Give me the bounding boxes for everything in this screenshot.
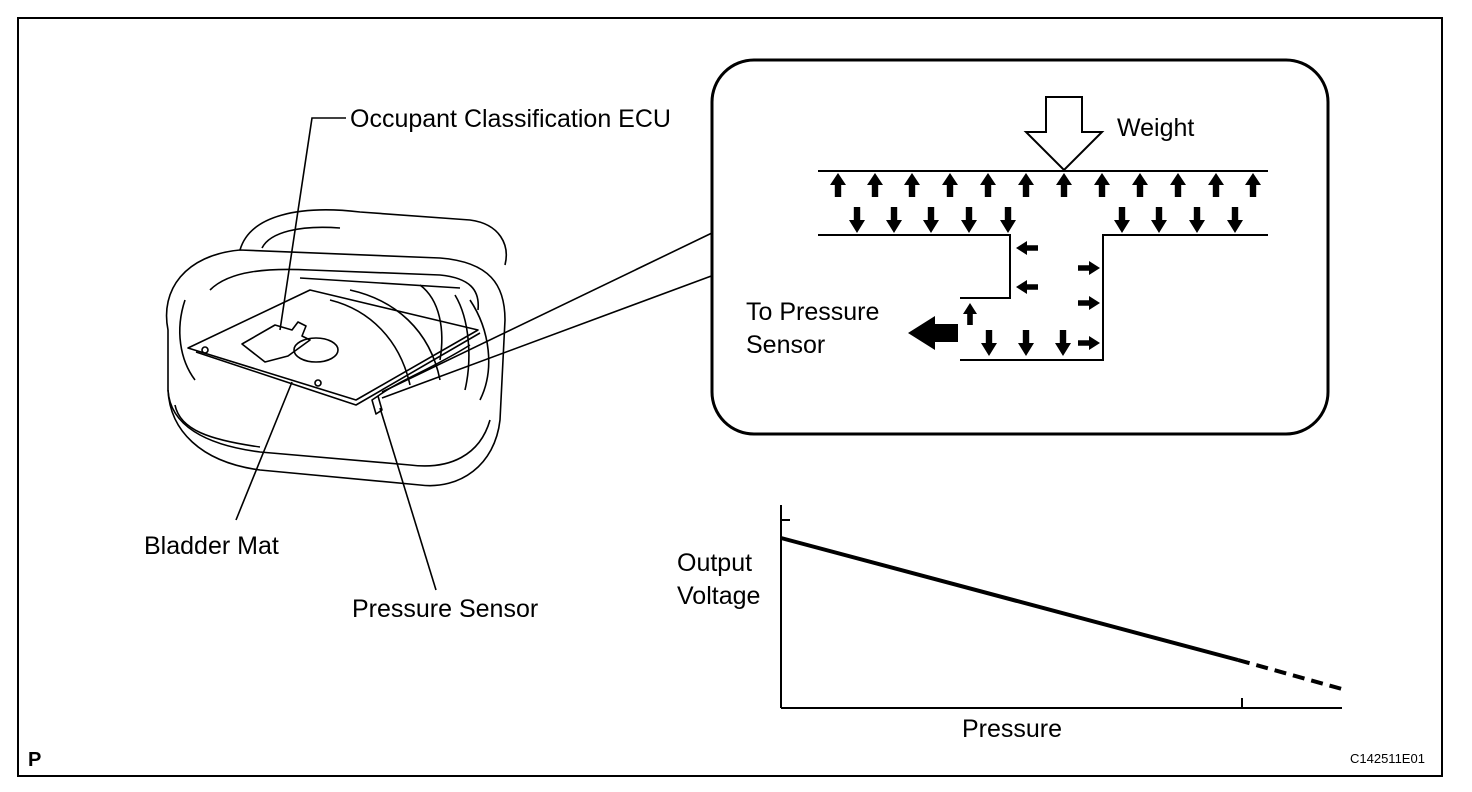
bladder-outline	[818, 170, 1268, 361]
down-arrow	[1055, 330, 1071, 356]
down-arrow	[1227, 207, 1243, 233]
up-arrow	[1170, 173, 1186, 197]
graph-ylabel-line1: Output	[677, 549, 753, 577]
graph-dashed-line	[1237, 658, 1343, 691]
up-arrow	[867, 173, 883, 197]
up-arrow	[1245, 173, 1261, 197]
ecu-box	[241, 321, 311, 363]
left-arrow	[1016, 280, 1038, 294]
graph-ylabel-line2: Voltage	[677, 582, 761, 610]
down-arrow	[981, 330, 997, 356]
right-arrow	[1078, 336, 1100, 350]
pressure-down-arrows	[849, 207, 1243, 356]
corner-mark: P	[28, 749, 42, 771]
seat-illustration	[165, 209, 507, 487]
ecu-label: Occupant Classification ECU	[350, 105, 671, 133]
pressure-sensor-body	[371, 395, 383, 415]
pressure-up-arrows	[830, 173, 1261, 197]
leader-lines	[235, 117, 715, 591]
weight-arrow	[1023, 96, 1105, 172]
zoom-cone-lower	[381, 274, 715, 399]
down-arrow	[1018, 330, 1034, 356]
figure-id: C142511E01	[1350, 751, 1425, 766]
down-arrow	[1189, 207, 1205, 233]
right-arrow	[1078, 261, 1100, 275]
to-pressure-label-line2: Sensor	[746, 331, 826, 359]
down-arrow	[1151, 207, 1167, 233]
down-arrow	[923, 207, 939, 233]
down-arrow	[961, 207, 977, 233]
down-arrow	[1000, 207, 1016, 233]
down-arrow	[849, 207, 865, 233]
left-arrow	[1016, 241, 1038, 255]
up-arrow	[1132, 173, 1148, 197]
figure-frame	[17, 17, 1443, 777]
up-arrow	[1094, 173, 1110, 197]
up-arrow	[1208, 173, 1224, 197]
pressure-side-arrows	[963, 241, 1100, 350]
ecu-leader	[279, 117, 346, 331]
zoom-cone-upper	[381, 231, 715, 393]
graph-solid-line	[780, 536, 1239, 662]
bladder-mat-leader	[235, 381, 293, 521]
pressure-sensor-leader	[379, 407, 437, 591]
up-arrow	[904, 173, 920, 197]
bladder-mat-plate	[187, 289, 479, 401]
bladder-mat-label: Bladder Mat	[144, 532, 279, 560]
down-arrow	[886, 207, 902, 233]
up-arrow	[1056, 173, 1072, 197]
right-arrow	[1078, 296, 1100, 310]
up-arrow	[942, 173, 958, 197]
up-arrow	[980, 173, 996, 197]
weight-label: Weight	[1117, 114, 1195, 142]
up-arrow	[830, 173, 846, 197]
up-arrow	[1018, 173, 1034, 197]
output-voltage-graph	[780, 505, 1343, 709]
pressure-sensor-label: Pressure Sensor	[352, 595, 539, 623]
outlet-arrow	[908, 316, 958, 350]
graph-xlabel: Pressure	[962, 715, 1063, 743]
to-pressure-label-line1: To Pressure	[746, 298, 880, 326]
down-arrow	[1114, 207, 1130, 233]
up-arrow	[963, 303, 977, 325]
